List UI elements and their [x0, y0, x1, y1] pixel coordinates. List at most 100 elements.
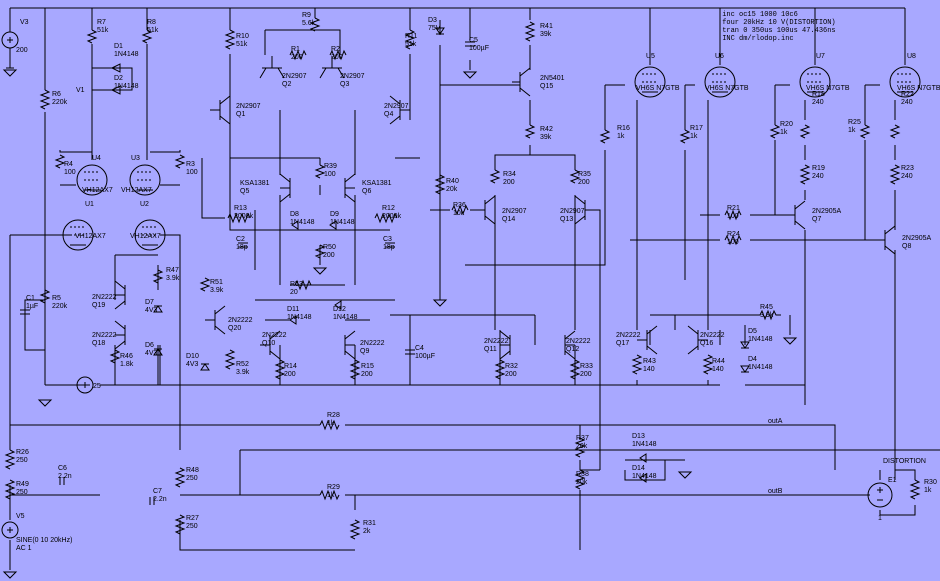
net-distortion: DISTORTION	[883, 458, 926, 465]
net-outA: outA	[768, 418, 783, 425]
label-q16: Q16	[700, 340, 713, 347]
value-r36: 10k	[453, 210, 465, 217]
label-r29: R29	[327, 484, 340, 491]
V5-value: SINE(0 10 20kHz)	[16, 537, 72, 544]
value-d8: 1N4148	[290, 219, 315, 226]
V1-value: 25	[93, 383, 101, 390]
label-d12: D12	[333, 306, 346, 313]
value-r42: 39k	[540, 134, 552, 141]
value-c4: 100µF	[415, 353, 435, 360]
value-r11: 51k	[405, 41, 417, 48]
value-d7: 4V3	[145, 307, 158, 314]
value-r41: 39k	[540, 31, 552, 38]
label-r33: R33	[580, 363, 593, 370]
label-r34: R34	[503, 171, 516, 178]
wires	[6, 7, 940, 570]
value-r39: 100	[324, 171, 336, 178]
type-q8: 2N2905A	[902, 235, 932, 242]
label-r53: R53	[290, 281, 303, 288]
value-d5: 1N4148	[748, 336, 773, 343]
type-q17: 2N2222	[616, 332, 641, 339]
label-d2: D2	[114, 75, 123, 82]
value-r14: 200	[284, 371, 296, 378]
label-r4: R4	[64, 161, 73, 168]
value-r48: 250	[186, 475, 198, 482]
label-q19: Q19	[92, 302, 105, 309]
value-u1: VH12AX7	[75, 233, 106, 240]
sources	[1, 31, 893, 539]
label-d11: D11	[287, 306, 299, 313]
label-r43: R43	[643, 358, 656, 365]
label-r52: R52	[236, 361, 249, 368]
label-r22: R22	[901, 91, 914, 98]
type-q5: KSA1381	[240, 180, 270, 187]
label-c6: C6	[58, 465, 67, 472]
type-q7: 2N2905A	[812, 208, 842, 215]
label-r21: R21	[727, 205, 740, 212]
value-c7: 2.2n	[153, 496, 167, 503]
V5-ref: V5	[16, 513, 25, 520]
value-r8: 51k	[147, 27, 159, 34]
label-u4: U4	[92, 155, 101, 162]
label-q8: Q8	[902, 243, 911, 250]
value-r40: 20k	[446, 186, 458, 193]
label-q13: Q13	[560, 216, 573, 223]
label-r5: R5	[52, 295, 61, 302]
label-d10: D10	[186, 353, 199, 360]
label-r8: R8	[147, 19, 156, 26]
V3-value: 200	[16, 47, 28, 54]
label-r20: R20	[780, 121, 793, 128]
value-r21: 100	[727, 213, 739, 220]
value-r37: 20k	[576, 443, 588, 450]
directive-2: .four 20kHz 10 V(DISTORTION)	[718, 19, 836, 27]
value-r52: 3.9k	[236, 369, 250, 376]
value-c5: 100µF	[469, 45, 489, 52]
value-r51: 3.9k	[210, 287, 224, 294]
label-c1: C1	[26, 295, 35, 302]
value-r13: 2000k	[234, 213, 254, 220]
value-u6: VH6S N7GTB	[705, 85, 749, 92]
label-d8: D8	[290, 211, 299, 218]
label-d9: D9	[330, 211, 339, 218]
type-q4: 2N2907	[384, 103, 409, 110]
value-r10: 51k	[236, 41, 248, 48]
value-r45: 3.9k	[760, 312, 774, 319]
label-r30: R30	[924, 479, 937, 486]
value-r7: 51k	[97, 27, 109, 34]
label-r45: R45	[760, 304, 773, 311]
E1-value: 1	[878, 515, 882, 522]
value-c3: 18p	[383, 244, 395, 251]
value-r49: 250	[16, 489, 28, 496]
value-r9: 5.6k	[302, 20, 316, 27]
label-q20: Q20	[228, 325, 241, 332]
label-r19: R19	[812, 165, 825, 172]
type-q11: 2N2222	[484, 338, 509, 345]
value-r20: 1k	[780, 129, 788, 136]
type-q10: 2N2222	[262, 332, 287, 339]
type-q16: 2N2222	[700, 332, 725, 339]
label-c5: C5	[469, 37, 478, 44]
value-d12: 1N4148	[333, 314, 358, 321]
value-r22: 240	[901, 99, 913, 106]
label-q6: Q6	[362, 188, 371, 195]
label-r10: R10	[236, 33, 249, 40]
value-d2: 1N4148	[114, 83, 139, 90]
label-r40: R40	[446, 178, 459, 185]
label-u7: U7	[816, 53, 825, 60]
label-d6: D6	[145, 342, 154, 349]
value-r43: 140	[643, 366, 655, 373]
value-u7: VH6S N7GTB	[806, 85, 850, 92]
value-u2: VH12AX7	[130, 233, 161, 240]
label-r39: R39	[324, 163, 337, 170]
label-r15: R15	[361, 363, 374, 370]
value-r2: 200	[331, 54, 343, 61]
component-labels: R751kR851kR6220kR4100R3100R5220kR1051kR9…	[16, 12, 940, 535]
capacitor-symbols	[20, 41, 475, 505]
label-r48: R48	[186, 467, 199, 474]
labels: V3 200 V1 25 V5 SINE(0 10 20kHz) AC 1 E1…	[16, 11, 926, 552]
value-d11: 1N4148	[287, 314, 312, 321]
value-r15: 200	[361, 371, 373, 378]
value-r23: 240	[901, 173, 913, 180]
value-d4: 1N4148	[748, 364, 773, 371]
